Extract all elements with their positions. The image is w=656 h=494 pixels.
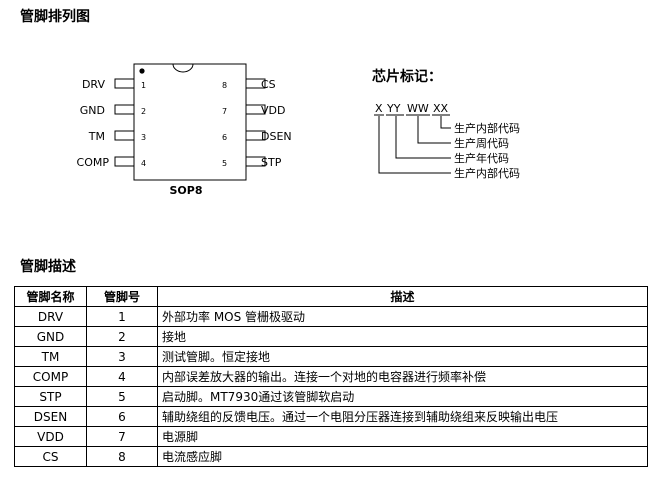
header-pin-name: 管脚名称 [14, 286, 87, 307]
header-description: 描述 [157, 286, 648, 307]
pin-lead-5 [245, 156, 266, 167]
pin-lead-4 [114, 156, 135, 167]
table-row: CS 8 电流感应脚 [14, 446, 648, 467]
marking-legend-1: 生产内部代码 [454, 121, 520, 135]
table-row: STP 5 启动脚。MT7930通过该管脚软启动 [14, 386, 648, 407]
pin-num-6: 6 [222, 133, 227, 142]
cell-description: 接地 [157, 326, 648, 347]
package-label: SOP8 [170, 184, 203, 197]
pin-name-2: GND [80, 104, 105, 117]
pin-num-2: 2 [141, 107, 146, 116]
leader-line-ww [417, 116, 451, 144]
leader-line-yy [395, 116, 451, 159]
pin-name-7: VDD [261, 104, 285, 117]
marking-legend-4: 生产内部代码 [454, 166, 520, 180]
pin-lead-3 [114, 130, 135, 141]
pin-description-table: 管脚名称 管脚号 描述 DRV 1 外部功率 MOS 管栅极驱动 GND 2 接… [14, 286, 648, 467]
marking-code-x: X [375, 102, 383, 115]
cell-description: 外部功率 MOS 管栅极驱动 [157, 306, 648, 327]
header-pin-number: 管脚号 [86, 286, 158, 307]
pin-lead-8 [245, 78, 266, 89]
cell-pin-number: 3 [86, 346, 158, 367]
cell-pin-number: 2 [86, 326, 158, 347]
ic-body [133, 63, 247, 181]
marking-title: 芯片标记： [372, 69, 442, 85]
marking-legend-2: 生产周代码 [454, 136, 509, 150]
pin-num-5: 5 [222, 159, 227, 168]
cell-description: 电流感应脚 [157, 446, 648, 467]
cell-pin-name: VDD [14, 426, 87, 447]
cell-pin-name: DSEN [14, 406, 87, 427]
pin-num-4: 4 [141, 159, 146, 168]
cell-pin-number: 4 [86, 366, 158, 387]
pinout-title: 管脚排列图 [20, 9, 90, 25]
pin-lead-7 [245, 104, 266, 115]
cell-description: 电源脚 [157, 426, 648, 447]
pin-num-3: 3 [141, 133, 146, 142]
marking-legend-3: 生产年代码 [454, 151, 509, 165]
pin-lead-2 [114, 104, 135, 115]
marking-code-xx: XX [433, 102, 449, 115]
table-row: DSEN 6 辅助绕组的反馈电压。通过一个电阻分压器连接到辅助绕组来反映输出电压 [14, 406, 648, 427]
cell-pin-name: COMP [14, 366, 87, 387]
ic-notch [172, 63, 194, 73]
cell-description: 启动脚。MT7930通过该管脚软启动 [157, 386, 648, 407]
pin-name-5: STP [261, 156, 282, 169]
table-row: TM 3 测试管脚。恒定接地 [14, 346, 648, 367]
cell-pin-name: GND [14, 326, 87, 347]
table-row: COMP 4 内部误差放大器的输出。连接一个对地的电容器进行频率补偿 [14, 366, 648, 387]
cell-description: 测试管脚。恒定接地 [157, 346, 648, 367]
pin-name-8: CS [261, 78, 276, 91]
pin-name-3: TM [88, 130, 105, 143]
pin-name-4: COMP [77, 156, 110, 169]
pin-num-1: 1 [141, 81, 146, 90]
leader-line-xx [440, 116, 451, 129]
cell-description: 内部误差放大器的输出。连接一个对地的电容器进行频率补偿 [157, 366, 648, 387]
cell-pin-number: 7 [86, 426, 158, 447]
marking-code-ww: WW [407, 102, 429, 115]
description-title: 管脚描述 [20, 259, 76, 275]
cell-pin-number: 8 [86, 446, 158, 467]
table-row: VDD 7 电源脚 [14, 426, 648, 447]
cell-pin-number: 1 [86, 306, 158, 327]
table-header-row: 管脚名称 管脚号 描述 [14, 286, 648, 307]
cell-description: 辅助绕组的反馈电压。通过一个电阻分压器连接到辅助绕组来反映输出电压 [157, 406, 648, 427]
cell-pin-name: STP [14, 386, 87, 407]
table-row: GND 2 接地 [14, 326, 648, 347]
table-row: DRV 1 外部功率 MOS 管栅极驱动 [14, 306, 648, 327]
cell-pin-name: DRV [14, 306, 87, 327]
cell-pin-number: 6 [86, 406, 158, 427]
cell-pin-name: CS [14, 446, 87, 467]
pin-lead-6 [245, 130, 266, 141]
leader-line-x [378, 116, 451, 174]
pin-lead-1 [114, 78, 135, 89]
pin1-dot [139, 68, 145, 74]
pin-name-6: DSEN [261, 130, 292, 143]
pin-name-1: DRV [82, 78, 106, 91]
cell-pin-number: 5 [86, 386, 158, 407]
pin-num-7: 7 [222, 107, 227, 116]
cell-pin-name: TM [14, 346, 87, 367]
pin-num-8: 8 [222, 81, 227, 90]
marking-code-yy: YY [386, 102, 401, 115]
